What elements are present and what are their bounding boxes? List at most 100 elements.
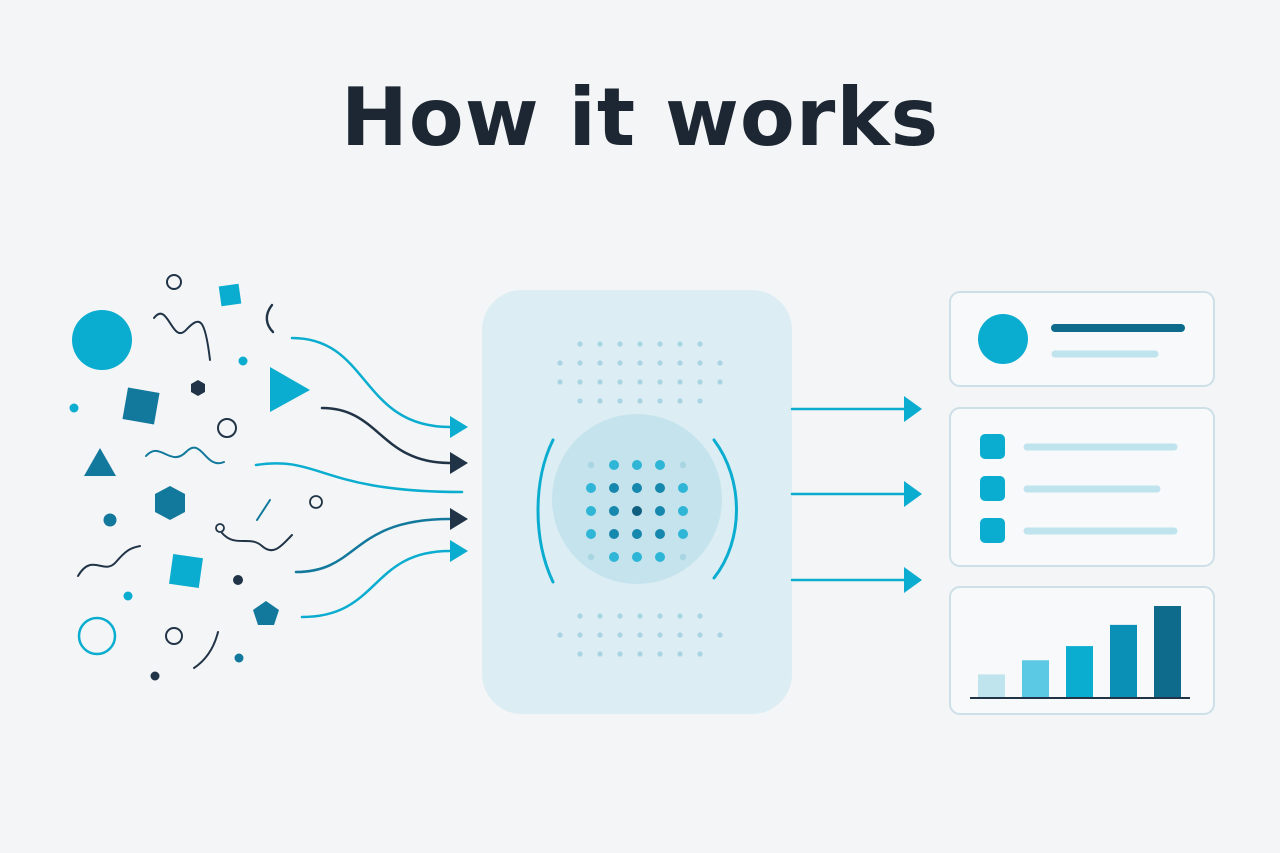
arrowhead-icon <box>450 540 468 562</box>
core-dot <box>587 553 595 561</box>
grid-dot <box>637 379 643 385</box>
core-dot <box>632 483 642 493</box>
grid-dot <box>637 341 643 347</box>
core-dot <box>655 460 665 470</box>
checkbox-icon <box>980 476 1005 501</box>
input-flow-line <box>300 549 452 619</box>
profile-avatar-icon <box>978 314 1028 364</box>
small-dot-icon <box>123 591 133 601</box>
grid-dot <box>697 632 703 638</box>
grid-dot <box>717 360 723 366</box>
grid-dot <box>697 379 703 385</box>
line-stroke-icon <box>256 499 271 521</box>
input-flow-line <box>254 462 464 494</box>
core-dot <box>678 483 688 493</box>
checkbox-icon <box>980 518 1005 543</box>
grid-dot <box>697 341 703 347</box>
small-dot-icon <box>150 671 160 681</box>
grid-dot <box>617 341 623 347</box>
grid-dot <box>697 360 703 366</box>
rotated-square-icon <box>122 387 160 425</box>
core-dot <box>609 529 619 539</box>
core-dot <box>655 552 665 562</box>
grid-dot <box>577 632 583 638</box>
grid-dot <box>557 360 563 366</box>
core-dot <box>586 483 596 493</box>
core-dot <box>587 461 595 469</box>
processor-panel <box>482 290 792 714</box>
small-dot-icon <box>233 575 243 585</box>
dot-matrix-core-icon <box>586 460 688 562</box>
dot-grid-bottom <box>557 613 723 657</box>
grid-dot <box>597 341 603 347</box>
chart-bar <box>1022 660 1049 698</box>
core-dot <box>679 461 687 469</box>
grid-dot <box>597 379 603 385</box>
grid-dot <box>577 341 583 347</box>
grid-dot <box>657 398 663 404</box>
grid-dot <box>577 360 583 366</box>
arrowhead-icon <box>450 508 468 530</box>
output-bar-chart-card <box>949 586 1215 715</box>
arrowhead-icon <box>904 396 922 422</box>
grid-dot <box>717 632 723 638</box>
grid-dot <box>677 651 683 657</box>
output-profile-card <box>949 291 1215 387</box>
grid-dot <box>597 632 603 638</box>
curve-stroke-icon <box>265 303 275 334</box>
core-dot <box>678 529 688 539</box>
core-dot <box>632 529 642 539</box>
chart-bar <box>1066 646 1093 698</box>
grid-dot <box>637 398 643 404</box>
input-scattered-shapes-icon <box>69 274 323 681</box>
grid-dot <box>697 651 703 657</box>
chart-bar <box>978 674 1005 698</box>
page-title: How it works <box>340 71 940 164</box>
output-arrows <box>790 396 922 593</box>
core-dot <box>586 506 596 516</box>
core-dot <box>678 506 688 516</box>
dot-grid-top <box>557 341 723 404</box>
squiggle-icon <box>145 446 225 465</box>
triangle-icon <box>270 367 310 412</box>
grid-dot <box>617 398 623 404</box>
grid-dot <box>597 651 603 657</box>
grid-dot <box>657 360 663 366</box>
pentagon-icon <box>253 601 279 625</box>
grid-dot <box>697 398 703 404</box>
grid-dot <box>597 398 603 404</box>
card-frame <box>949 291 1215 387</box>
chart-bar <box>1154 606 1181 698</box>
grid-dot <box>617 613 623 619</box>
ring-icon <box>309 495 323 509</box>
small-dot-icon <box>69 403 79 413</box>
grid-dot <box>677 398 683 404</box>
arrowhead-icon <box>450 452 468 474</box>
right-bracket-arc <box>712 438 738 580</box>
input-flow-lines <box>254 336 468 619</box>
core-dot <box>586 529 596 539</box>
small-hexagon-icon <box>191 380 205 396</box>
curve-stroke-icon <box>193 631 219 669</box>
grid-dot <box>657 613 663 619</box>
squiggle-icon <box>77 545 141 577</box>
large-circle-icon <box>72 310 132 370</box>
grid-dot <box>677 379 683 385</box>
grid-dot <box>617 379 623 385</box>
checkbox-icon <box>980 434 1005 459</box>
input-flow-line <box>294 517 452 574</box>
input-flow-line <box>320 406 452 465</box>
grid-dot <box>657 379 663 385</box>
core-dot <box>609 460 619 470</box>
grid-dot <box>597 360 603 366</box>
core-dot <box>655 506 665 516</box>
core-dot <box>609 552 619 562</box>
grid-dot <box>617 360 623 366</box>
small-dot-icon <box>238 356 248 366</box>
core-dot <box>655 529 665 539</box>
hook-ring-icon <box>215 523 225 533</box>
squiggle-icon <box>221 532 293 552</box>
grid-dot <box>577 651 583 657</box>
core-dot <box>632 460 642 470</box>
